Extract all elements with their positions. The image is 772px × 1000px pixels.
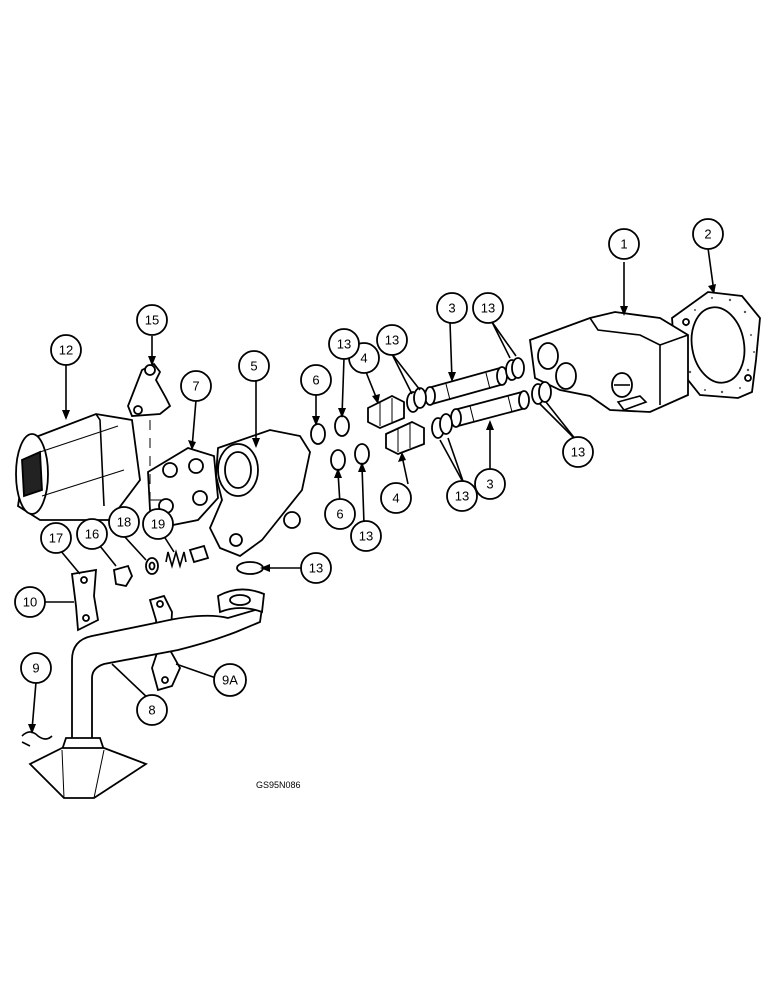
svg-text:8: 8 — [148, 703, 155, 718]
callout-2: 2 — [692, 218, 724, 250]
svg-text:13: 13 — [359, 529, 373, 544]
callout-8: 8 — [136, 694, 168, 726]
callout-13-b: 13 — [376, 324, 408, 356]
svg-text:17: 17 — [49, 531, 63, 546]
callout-6-lower: 6 — [324, 498, 356, 530]
plug-part-17 — [112, 564, 134, 588]
spring-part-18 — [165, 549, 187, 569]
callout-10: 10 — [14, 586, 46, 618]
svg-text:3: 3 — [486, 477, 493, 492]
callout-7: 7 — [180, 370, 212, 402]
callout-15: 15 — [136, 304, 168, 336]
svg-text:13: 13 — [309, 561, 323, 576]
callout-9A: 9A — [213, 663, 247, 697]
callout-18: 18 — [108, 506, 140, 538]
washer-part-16 — [145, 557, 159, 575]
callout-17: 17 — [40, 522, 72, 554]
svg-text:2: 2 — [704, 227, 711, 242]
callout-13-c: 13 — [472, 292, 504, 324]
svg-text:5: 5 — [250, 359, 257, 374]
fitting-part-4-lower — [385, 421, 425, 455]
drawing-code: GS95N086 — [256, 780, 301, 790]
filter-canister-part-12 — [15, 413, 141, 521]
callout-13-f: 13 — [350, 520, 382, 552]
svg-text:10: 10 — [23, 595, 37, 610]
svg-text:4: 4 — [360, 351, 367, 366]
svg-text:9: 9 — [32, 661, 39, 676]
svg-text:13: 13 — [455, 489, 469, 504]
callout-12: 12 — [50, 334, 82, 366]
suction-pipe-part-8 — [28, 588, 265, 799]
svg-text:13: 13 — [385, 333, 399, 348]
callout-13-a: 13 — [328, 328, 360, 360]
housing-part-1 — [529, 311, 689, 413]
tube-part-3-upper — [424, 366, 508, 406]
callout-13-g: 13 — [300, 552, 332, 584]
callout-19: 19 — [142, 508, 174, 540]
filter-head-part-5 — [209, 429, 311, 558]
svg-text:19: 19 — [151, 517, 165, 532]
svg-text:7: 7 — [192, 379, 199, 394]
svg-text:13: 13 — [481, 301, 495, 316]
svg-text:15: 15 — [145, 313, 159, 328]
callout-9: 9 — [20, 652, 52, 684]
callout-5: 5 — [238, 350, 270, 382]
callout-3-upper: 3 — [436, 292, 468, 324]
svg-text:12: 12 — [59, 343, 73, 358]
svg-text:16: 16 — [85, 527, 99, 542]
callout-6-upper: 6 — [300, 364, 332, 396]
o-rings — [236, 357, 552, 575]
callout-13-e: 13 — [446, 480, 478, 512]
tube-part-3-lower — [450, 390, 530, 428]
fitting-part-4-upper — [367, 394, 405, 429]
callout-13-d: 13 — [562, 436, 594, 468]
svg-text:9A: 9A — [222, 673, 238, 688]
lever-part-15 — [127, 362, 172, 417]
svg-text:6: 6 — [312, 373, 319, 388]
clip-part-9 — [21, 731, 53, 747]
plunger-part-19 — [188, 544, 210, 564]
svg-text:1: 1 — [620, 237, 627, 252]
callout-16: 16 — [76, 518, 108, 550]
callout-3-lower: 3 — [474, 468, 506, 500]
svg-text:13: 13 — [337, 337, 351, 352]
svg-text:13: 13 — [571, 445, 585, 460]
svg-text:4: 4 — [392, 491, 399, 506]
gasket-part-2 — [671, 291, 761, 399]
callout-1: 1 — [608, 228, 640, 260]
callout-4-lower: 4 — [380, 482, 412, 514]
arrowheads — [28, 284, 716, 734]
flange-gasket-part-7 — [147, 447, 219, 530]
svg-text:18: 18 — [117, 515, 131, 530]
svg-text:3: 3 — [448, 301, 455, 316]
svg-text:6: 6 — [336, 507, 343, 522]
bracket-part-10 — [70, 568, 99, 632]
